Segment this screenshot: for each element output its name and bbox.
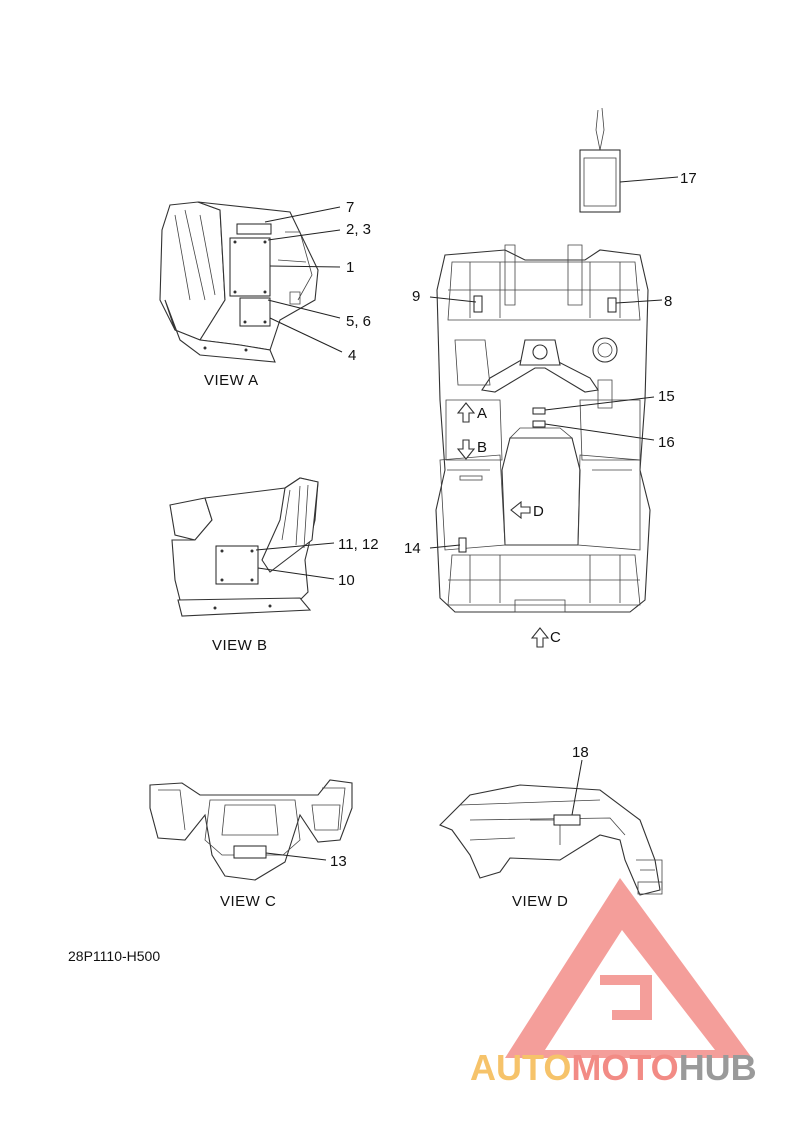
- decal-18: [553, 814, 581, 826]
- watermark-text: AUTOMOTOHUB: [470, 1047, 757, 1089]
- view-a-leaders: [264, 206, 343, 353]
- decal-1: [229, 237, 271, 297]
- view-d-label: VIEW D: [512, 893, 568, 910]
- decal-7: [236, 223, 272, 235]
- view-c-drawing: [149, 779, 353, 881]
- view-a-drawing: [159, 201, 319, 363]
- watermark-hub: HUB: [678, 1047, 757, 1088]
- callout-16: 16: [658, 434, 675, 451]
- top-view-leaders: [429, 296, 663, 549]
- view-arrows: [456, 402, 550, 648]
- view-a-label: VIEW A: [204, 372, 259, 389]
- arrow-label-b: B: [477, 439, 487, 456]
- callout-10: 10: [338, 572, 355, 589]
- callout-9: 9: [412, 288, 420, 305]
- arrow-up-a: [456, 402, 476, 423]
- callout-1: 1: [346, 259, 354, 276]
- view-b-label: VIEW B: [212, 637, 268, 654]
- callout-8: 8: [664, 293, 672, 310]
- decal-16: [532, 420, 546, 428]
- callout-2-3: 2, 3: [346, 221, 371, 238]
- callout-7: 7: [346, 199, 354, 216]
- callout-11-12: 11, 12: [338, 536, 379, 553]
- hang-tag: [579, 107, 621, 213]
- callout-5-6: 5, 6: [346, 313, 371, 330]
- view-b-drawing: [169, 477, 319, 617]
- watermark-auto: AUTO: [470, 1047, 572, 1088]
- decal-15: [532, 407, 546, 415]
- decal-8: [607, 297, 617, 313]
- callout-14: 14: [404, 540, 421, 557]
- arrow-down-b: [456, 439, 476, 460]
- watermark-logo: [505, 878, 752, 1058]
- callout-13: 13: [330, 853, 347, 870]
- callout-4: 4: [348, 347, 356, 364]
- callout-15: 15: [658, 388, 675, 405]
- callout-17: 17: [680, 170, 697, 187]
- atv-top-view: [435, 244, 651, 613]
- drawing-code: 28P1110-H500: [68, 948, 160, 964]
- decal-9: [473, 295, 483, 313]
- view-c-label: VIEW C: [220, 893, 276, 910]
- arrow-left-d: [510, 500, 531, 520]
- decal-10: [215, 545, 259, 585]
- decal-14: [458, 537, 467, 553]
- arrow-label-a: A: [477, 405, 487, 422]
- decal-13: [233, 845, 267, 859]
- arrow-up-c: [530, 627, 550, 648]
- view-d-drawing: [439, 784, 663, 896]
- watermark-moto: MOTO: [571, 1047, 679, 1088]
- callout-18: 18: [572, 744, 589, 761]
- arrow-label-d: D: [533, 503, 544, 520]
- arrow-label-c: C: [550, 629, 561, 646]
- view-b-leaders: [255, 542, 335, 580]
- decal-17: [579, 149, 621, 213]
